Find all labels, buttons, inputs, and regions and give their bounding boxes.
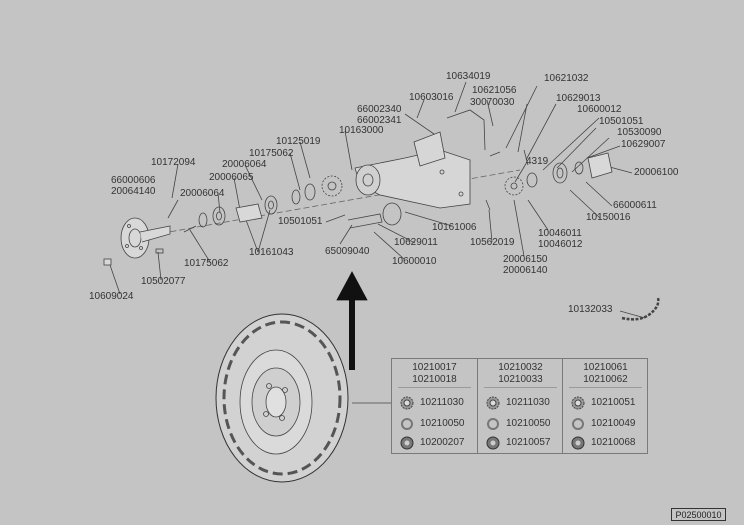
wheel-rim-icon	[400, 436, 414, 450]
part-label: 10046011	[538, 228, 582, 239]
part-label: 66002341	[357, 115, 402, 126]
part-label: 10161006	[432, 222, 477, 233]
part-label: 4319	[526, 156, 549, 167]
column-header: 10210017	[412, 362, 457, 373]
part-label: 30070030	[470, 97, 515, 108]
part-label: 10609024	[89, 291, 134, 302]
part-number: 10210050	[506, 418, 551, 429]
part-label: 10629007	[621, 139, 666, 150]
part-label: 10175062	[184, 258, 229, 269]
part-number: 10211030	[420, 397, 464, 408]
part-label: 10502077	[141, 276, 186, 287]
table-row: 10200207	[392, 435, 477, 451]
inner-tube-icon	[401, 418, 413, 430]
part-label: 65009040	[325, 246, 370, 257]
part-number: 10210057	[506, 437, 551, 448]
column-header: 10210061	[583, 362, 628, 373]
table-row: 10210050	[392, 416, 477, 432]
part-number: 10210068	[591, 437, 636, 448]
part-number: 10200207	[420, 437, 465, 448]
tyre-icon	[486, 396, 500, 410]
table-column: 10210017 10210018 10211030 10210050 1020…	[392, 359, 477, 453]
part-label: 10629011	[394, 237, 438, 248]
part-label: 10621056	[472, 85, 517, 96]
part-label: 10600010	[392, 256, 437, 267]
part-label: 20006064	[222, 159, 267, 170]
inner-tube-icon	[572, 418, 584, 430]
divider	[484, 387, 557, 388]
table-row: 10211030	[392, 395, 477, 411]
table-row: 10211030	[478, 395, 563, 411]
column-header: 10210062	[583, 374, 628, 385]
inner-tube-icon	[487, 418, 499, 430]
column-header: 10210018	[412, 374, 457, 385]
part-number: 10210051	[591, 397, 636, 408]
part-label: 10175062	[249, 148, 294, 159]
part-label: 10125019	[276, 136, 321, 147]
part-label: 10629013	[556, 93, 601, 104]
table-column: 10210061 10210062 10210051 10210049 1021…	[562, 359, 648, 453]
figure-code: P02500010	[671, 508, 726, 521]
part-label: 10046012	[538, 239, 583, 250]
table-row: 10210050	[478, 416, 563, 432]
part-label: 10172094	[151, 157, 196, 168]
part-label: 20006064	[180, 188, 225, 199]
column-header: 10210032	[498, 362, 543, 373]
table-row: 10210051	[563, 395, 648, 411]
part-label: 10603016	[409, 92, 454, 103]
part-label: 20006150	[503, 254, 548, 265]
table-column: 10210032 10210033 10211030 10210050 1021…	[477, 359, 563, 453]
part-label: 20006100	[634, 167, 679, 178]
wheel-variants-table: 10210017 10210018 10211030 10210050 1020…	[391, 358, 648, 454]
table-row: 10210057	[478, 435, 563, 451]
part-label: 10150016	[586, 212, 631, 223]
part-label: 10621032	[544, 73, 589, 84]
part-label: 10501051	[599, 116, 644, 127]
part-label: 66000606	[111, 175, 156, 186]
part-label: 66002340	[357, 104, 402, 115]
wheel-rim-icon	[486, 436, 500, 450]
column-header: 10210033	[498, 374, 543, 385]
part-label: 20064140	[111, 186, 156, 197]
part-label: 10161043	[249, 247, 294, 258]
part-number: 10210049	[591, 418, 636, 429]
tyre-icon	[400, 396, 414, 410]
table-row: 10210068	[563, 435, 648, 451]
divider	[569, 387, 642, 388]
table-row: 10210049	[563, 416, 648, 432]
part-label: 10501051	[278, 216, 323, 227]
part-label: 20006140	[503, 265, 548, 276]
part-number: 10211030	[506, 397, 550, 408]
part-label: 20006065	[209, 172, 254, 183]
part-label: 10562019	[470, 237, 515, 248]
wheel-rim-icon	[571, 436, 585, 450]
divider	[398, 387, 471, 388]
part-label: 10634019	[446, 71, 491, 82]
part-label: 10530090	[617, 127, 662, 138]
part-label: 66000611	[613, 200, 657, 211]
tyre-icon	[571, 396, 585, 410]
part-number: 10210050	[420, 418, 465, 429]
part-label: 10163000	[339, 125, 384, 136]
part-label: 10600012	[577, 104, 622, 115]
part-label: 10132033	[568, 304, 613, 315]
